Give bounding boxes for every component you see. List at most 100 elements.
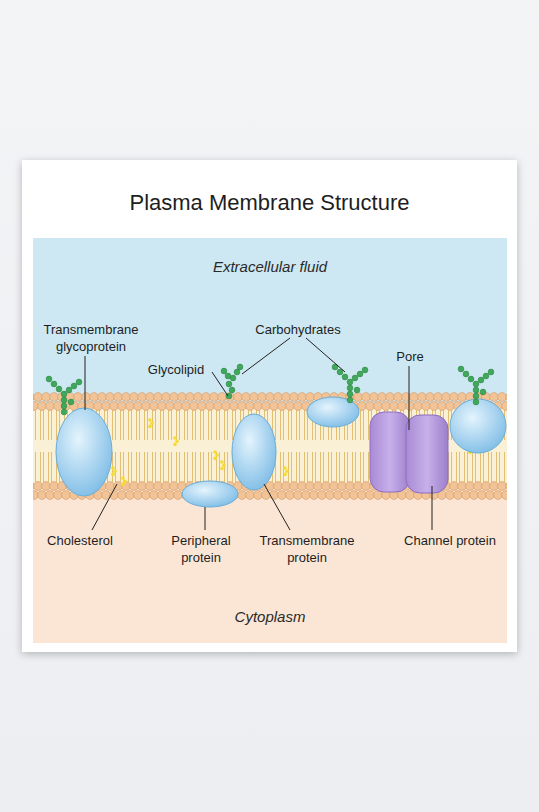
lipid-tail [323,410,324,440]
lipid-head [494,402,503,411]
lipid-head [226,393,235,402]
lipid-head [382,491,391,500]
leader-line [432,486,433,530]
sugar-unit [362,367,368,373]
lipid-tail [488,410,489,440]
lipid-tail [200,452,201,482]
lipid-tail [456,410,457,440]
lipid-tail [232,410,233,440]
lipid-tail [459,452,460,482]
lipid-head [474,393,483,402]
lipid-tail [48,410,49,440]
lipid-head [458,482,467,491]
carbohydrate-group [46,364,494,415]
lipid-head [82,482,91,491]
sugar-unit [357,371,363,377]
lipid-head [102,491,111,500]
glycoprotein-shape [56,408,112,496]
lipid-tail [128,410,129,440]
lipid-head [134,402,143,411]
lipid-tail [75,452,76,482]
cholesterol-molecule [215,453,219,457]
lipid-tail [491,410,492,440]
lipid-head [130,482,139,491]
lipid-tail [376,410,377,440]
cholesterol-molecule [113,469,117,473]
cholesterol-molecule [468,444,472,448]
lipid-tail [347,410,348,440]
lipid-tail [395,452,396,482]
sugar-unit [226,381,232,387]
lipid-head [158,402,167,411]
lipid-tail [59,452,60,482]
lipid-tail [467,452,468,482]
lipid-head [54,491,63,500]
lipid-head [70,491,79,500]
lipid-head [46,491,55,500]
lipid-head [278,491,287,500]
lipid-tail [91,410,92,440]
lipid-head [106,393,115,402]
lipid-tail [480,452,481,482]
lipid-head [286,402,295,411]
lipid-head [38,402,47,411]
sugar-unit [463,371,469,377]
lipid-head [362,393,371,402]
lipid-bilayer [33,393,507,500]
lipid-tail [192,410,193,440]
lipid-tail [59,410,60,440]
lipid-head [226,482,235,491]
cholesterol-molecule [123,479,127,483]
lipid-head [198,491,207,500]
sugar-unit [352,375,358,381]
lipid-head [310,402,319,411]
lipid-tail [152,410,153,440]
part-label: Glycolipid [136,361,216,378]
lipid-head [406,491,415,500]
lipid-tail [104,410,105,440]
lipid-head [386,482,395,491]
cholesterol-group [111,418,474,486]
lipid-tail [171,410,172,440]
lipid-head [90,482,99,491]
cholesterol-molecule [150,421,154,425]
lipid-head [490,393,499,402]
lipid-head [146,482,155,491]
lipid-tail [155,452,156,482]
lipid-tail [219,410,220,440]
lipid-head [254,402,263,411]
lipid-tail [72,452,73,482]
lipid-tail [379,452,380,482]
lipid-tail [483,452,484,482]
lipid-head [142,402,151,411]
lipid-tail [251,410,252,440]
sugar-unit [229,387,235,393]
lipid-head [350,402,359,411]
lipid-tail [443,410,444,440]
lipid-tail [504,452,505,482]
lipid-tail [48,452,49,482]
lipid-tail [483,410,484,440]
sugar-unit [221,368,227,374]
lipid-head [214,402,223,411]
lipid-head [234,482,243,491]
lipid-head [294,491,303,500]
sugar-unit [237,364,243,370]
lipid-tail [160,452,161,482]
cholesterol-molecule [111,473,115,477]
lipid-head [278,402,287,411]
lipid-head [58,393,67,402]
lipid-head [230,491,239,500]
cholesterol-molecule [222,463,226,467]
leader-line [212,372,228,396]
lipid-head [482,482,491,491]
lipid-head [222,402,231,411]
lipid-head [122,482,131,491]
lipid-tail [368,452,369,482]
lipid-head [498,393,507,402]
lipid-head [106,482,115,491]
lipid-head [242,482,251,491]
lipid-tail [360,452,361,482]
lipid-head [198,402,207,411]
lipid-tail [339,410,340,440]
